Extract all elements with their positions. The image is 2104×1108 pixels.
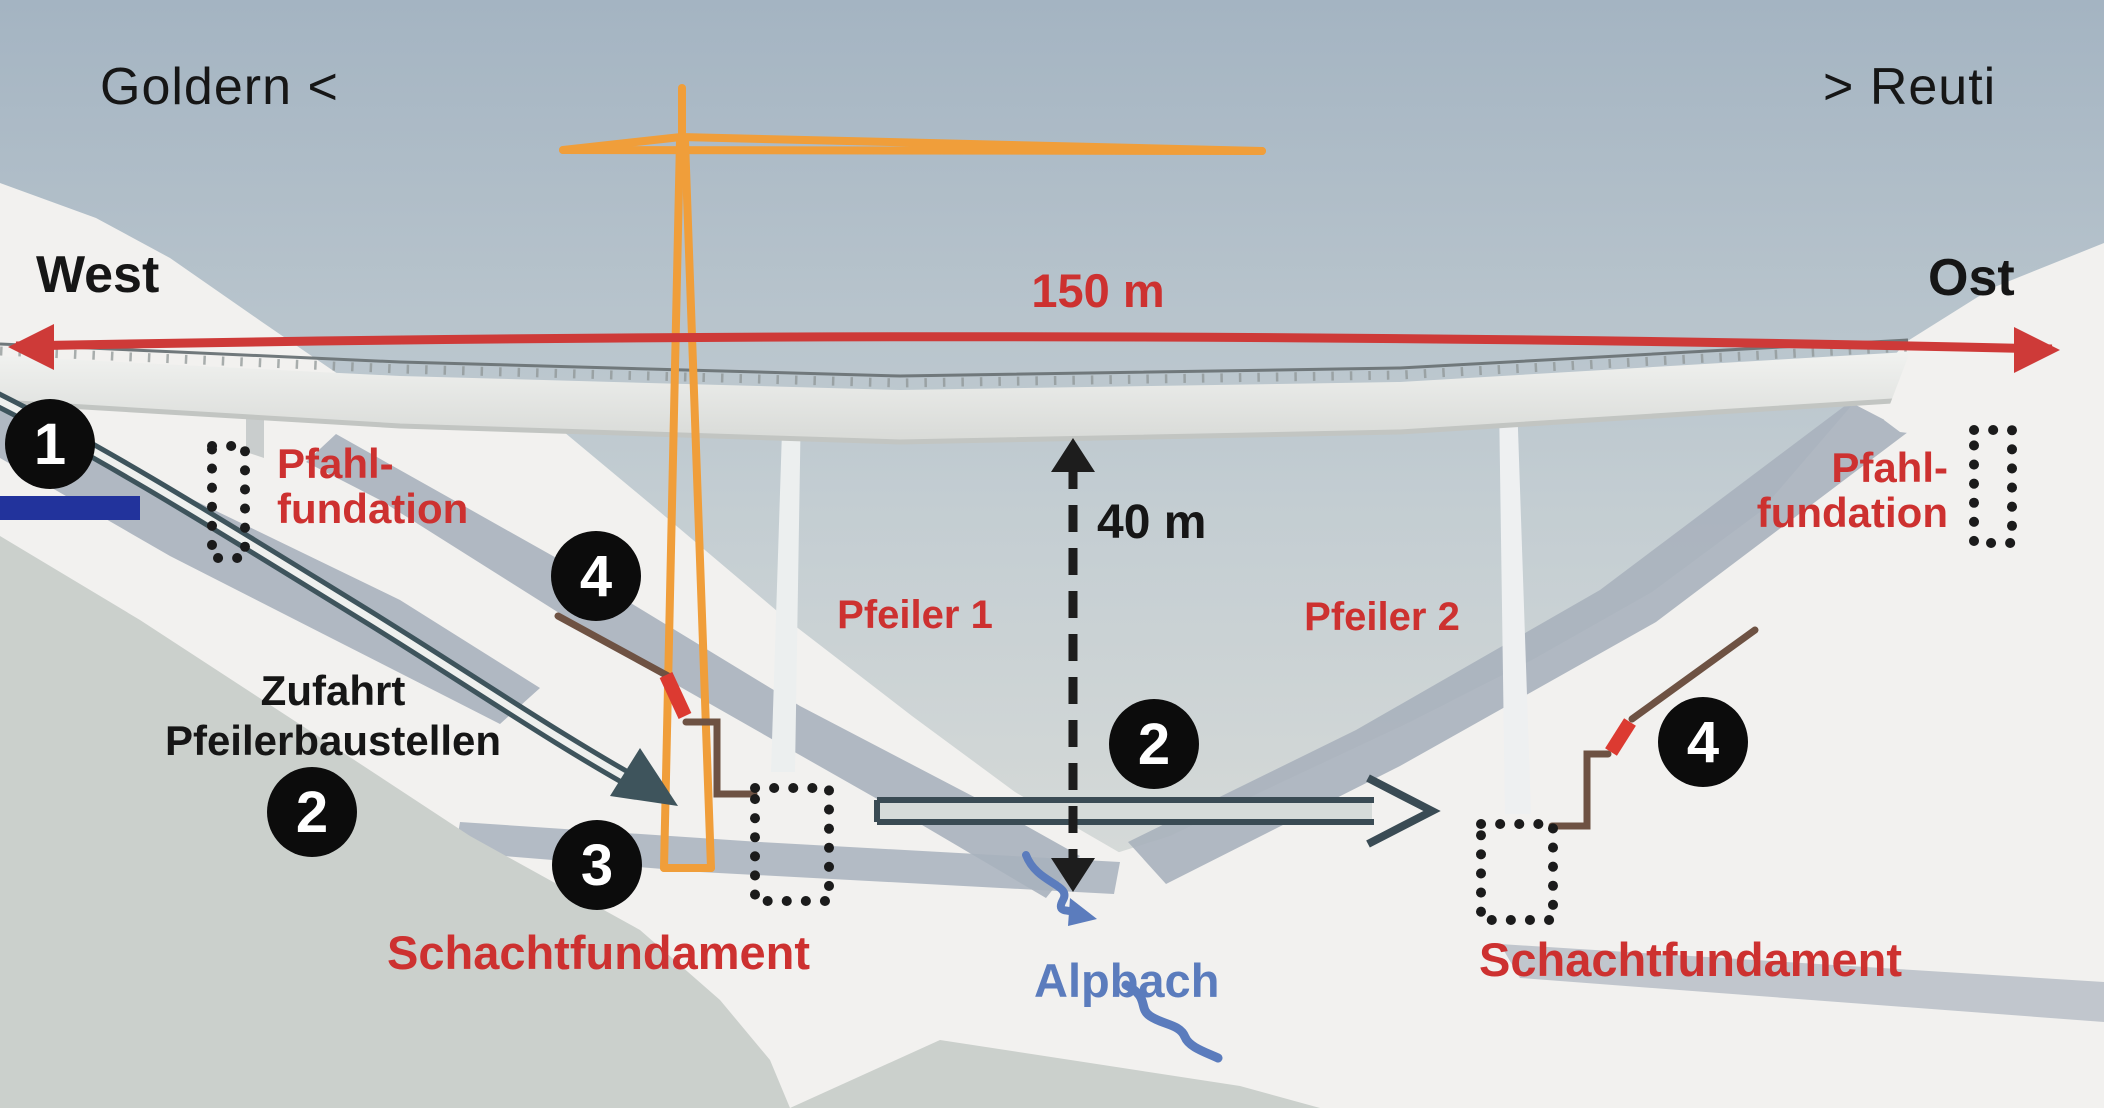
bridge-deck bbox=[0, 352, 1908, 442]
deck-soffit-shadow bbox=[0, 397, 1909, 445]
foundation-outlines bbox=[207, 425, 2017, 925]
transport-arrow bbox=[874, 774, 1441, 848]
railway-bar bbox=[0, 496, 140, 520]
west-slope-shadow-lower bbox=[306, 434, 1080, 898]
east-floor-shadow bbox=[1500, 944, 2104, 1022]
pile-foundation-right-label: Pfahl- fundation bbox=[1756, 444, 1948, 536]
foreground-strip-grey bbox=[790, 1040, 1320, 1108]
bridge bbox=[0, 246, 2104, 814]
marker-4-left: 4 bbox=[551, 531, 641, 621]
span-measure-arrow bbox=[8, 324, 2060, 373]
marker-4-right: 4 bbox=[1658, 697, 1748, 787]
shaft-foundation-box-left bbox=[750, 783, 834, 906]
access-road-label: Zufahrt Pfeilerbaustellen bbox=[165, 666, 501, 765]
pier2-label: Pfeiler 2 bbox=[1304, 595, 1460, 639]
red-section-left bbox=[659, 672, 692, 719]
construction-path-right bbox=[1548, 626, 1759, 830]
stream-label: Alpbach bbox=[1034, 954, 1220, 1007]
pile-foundation-box-left bbox=[207, 441, 250, 563]
pile-foundation-left-label: Pfahl- fundation bbox=[277, 440, 469, 532]
access-road-line2: Pfeilerbaustellen bbox=[164, 716, 502, 764]
pile-foundation-right-line2: fundation bbox=[1756, 488, 1948, 536]
marker-1: 1 bbox=[5, 399, 95, 489]
pile-foundation-left-line1: Pfahl- bbox=[277, 440, 394, 487]
foreground-slope-grey bbox=[0, 536, 790, 1108]
red-section-right bbox=[1605, 718, 1636, 756]
height-measurement-label: 40 m bbox=[1097, 496, 1207, 549]
route-label-goldern: Goldern < bbox=[100, 58, 339, 116]
bridge-pier-1 bbox=[771, 400, 801, 772]
marker-2-left: 2 bbox=[267, 767, 357, 857]
compass-east-label: Ost bbox=[1928, 249, 2015, 307]
construction-path-left bbox=[554, 612, 758, 798]
bridge-pier-2 bbox=[1499, 400, 1531, 814]
shaft-foundation-left-label: Schachtfundament bbox=[387, 926, 811, 979]
pier1-label: Pfeiler 1 bbox=[837, 593, 993, 637]
route-label-reuti: > Reuti bbox=[1823, 58, 1997, 116]
stream-line bbox=[1121, 980, 1223, 1063]
shaft-foundation-box-right bbox=[1476, 819, 1558, 925]
shaft-foundation-right-label: Schachtfundament bbox=[1479, 933, 1903, 986]
access-road-arrow bbox=[0, 391, 678, 806]
span-measurement-label: 150 m bbox=[1031, 264, 1165, 317]
east-abutment-hill bbox=[1884, 246, 2104, 470]
marker-3: 3 bbox=[552, 820, 642, 910]
deck-railing bbox=[0, 338, 1909, 378]
access-road-line1: Zufahrt bbox=[260, 667, 406, 714]
pile-foundation-left-line2: fundation bbox=[277, 484, 469, 532]
marker-2-center: 2 bbox=[1109, 699, 1199, 789]
pile-foundation-box-right bbox=[1969, 425, 2017, 548]
stream-pointer-arrow bbox=[1022, 851, 1097, 926]
pile-foundation-right-line1: Pfahl- bbox=[1831, 444, 1948, 491]
height-measure-arrow bbox=[1051, 438, 1095, 892]
tower-crane-icon bbox=[559, 84, 1266, 872]
compass-west-label: West bbox=[36, 246, 160, 304]
